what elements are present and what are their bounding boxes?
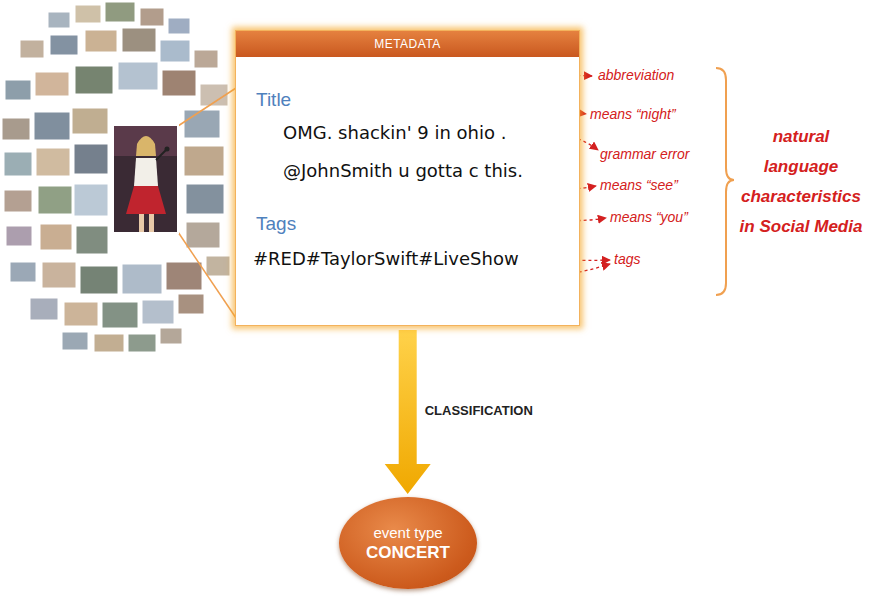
- annotation-label: means “see”: [600, 177, 678, 193]
- annotation-label: means “you”: [610, 209, 688, 225]
- photo-collage: [2, 2, 230, 352]
- field-heading: Title: [256, 89, 291, 111]
- brace: [716, 68, 734, 295]
- oval-caption: event type: [373, 523, 442, 542]
- metadata-panel: METADATA TitleOMG. shackin' 9 in ohio . @J…: [235, 30, 580, 326]
- tag-text: #RED#TaylorSwift#LiveShow: [253, 247, 519, 271]
- arrow-label: CLASSIFICATION: [425, 403, 533, 418]
- oval-value: CONCERT: [366, 542, 450, 564]
- annotation-label: tags: [614, 251, 640, 267]
- panel-header: METADATA: [236, 31, 579, 57]
- annotation-label: abbreviation: [598, 67, 674, 83]
- bracket-label: natural language characteristics in Soci…: [736, 122, 866, 242]
- title-text: @JohnSmith u gotta c this.: [283, 159, 523, 183]
- zoom-lines: [178, 88, 236, 318]
- title-text: OMG. shackin' 9 in ohio .: [283, 121, 507, 145]
- flow-arrow: [385, 330, 431, 494]
- annotation-label: grammar error: [600, 146, 689, 162]
- annotation-label: means “night”: [590, 106, 676, 122]
- concert-photo: [113, 125, 178, 233]
- result-oval: event typeCONCERT: [339, 497, 477, 589]
- field-heading: Tags: [256, 213, 296, 235]
